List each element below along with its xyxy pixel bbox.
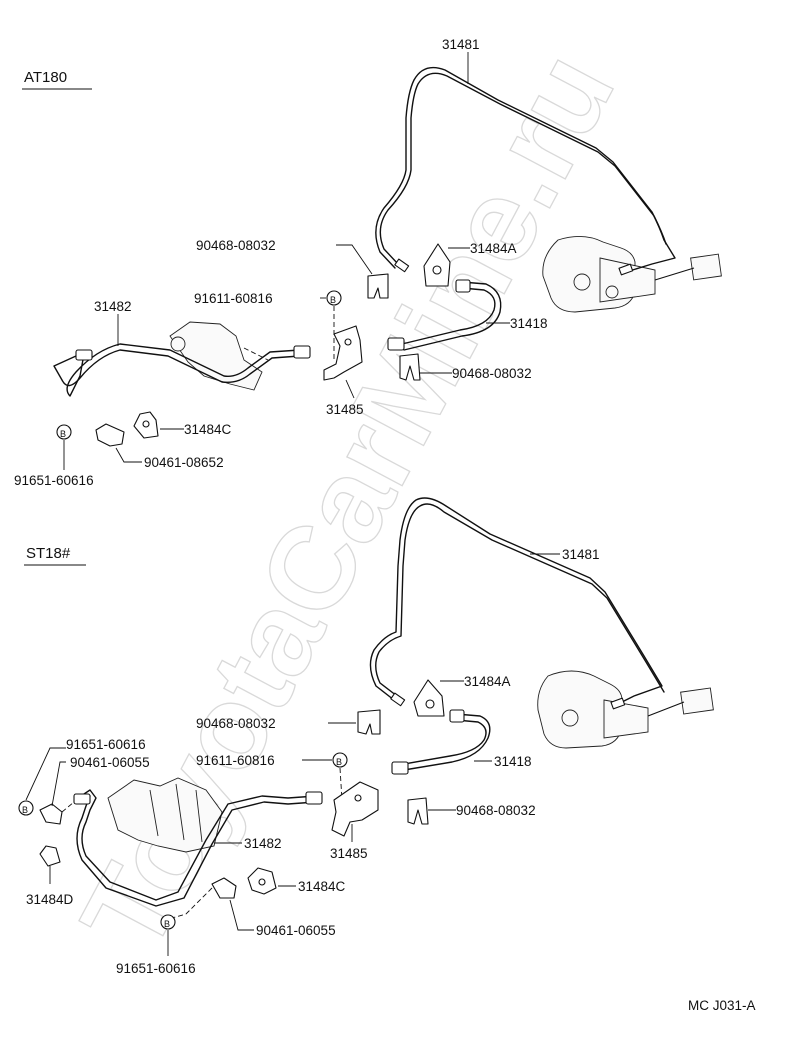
- label-31418: 31418: [494, 754, 532, 769]
- label-91611: 91611-60816: [196, 753, 275, 768]
- label-31481: 31481: [562, 547, 600, 562]
- section-title-at180: AT180: [24, 69, 67, 86]
- bolt-91611: B 91611-60816: [196, 752, 348, 801]
- leader-90461-bottom: [229, 899, 254, 931]
- label-91651-bottom: 91651-60616: [116, 961, 196, 976]
- flexible-hose-31418: 31418: [387, 279, 548, 351]
- label-90468-top: 90468-08032: [196, 238, 276, 253]
- release-cylinder-ghost: [169, 321, 269, 391]
- section-st18: ST18# 31481 31484A: [18, 497, 714, 976]
- label-91611: 91611-60816: [194, 291, 273, 306]
- marker-b-letter: B: [330, 295, 336, 305]
- leader-91651-top: [25, 747, 66, 801]
- label-31418: 31418: [510, 316, 548, 331]
- marker-b-icon: [332, 752, 348, 768]
- label-31481: 31481: [442, 37, 480, 52]
- release-cylinder-ghost: [107, 777, 223, 853]
- bolt-91611: B 91611-60816: [194, 290, 342, 360]
- leader-90468-top: [336, 244, 373, 275]
- clamp-31484c: 31484C: [133, 411, 232, 439]
- label-31484c: 31484C: [184, 422, 232, 437]
- label-31485: 31485: [326, 402, 364, 417]
- label-90468-bottom: 90468-08032: [456, 803, 536, 818]
- clip-90468-top: 90468-08032: [196, 709, 381, 735]
- clamp-31484a: 31484A: [413, 674, 511, 717]
- bolt-91651: B 91651-60616: [14, 424, 94, 488]
- label-91651: 91651-60616: [14, 473, 94, 488]
- clip-90461: 90461-08652: [95, 423, 224, 470]
- marker-b-icon: [56, 424, 72, 440]
- marker-b-icon: [18, 800, 34, 816]
- marker-b-letter: B: [164, 919, 170, 929]
- bracket-31485: 31485: [323, 325, 364, 417]
- clip-90468-top: 90468-08032: [196, 238, 389, 299]
- label-31484c: 31484C: [298, 879, 346, 894]
- label-90468-bottom: 90468-08032: [452, 366, 532, 381]
- section-title-st18: ST18#: [26, 545, 71, 562]
- label-90461: 90461-08652: [144, 455, 224, 470]
- marker-b-letter: B: [60, 429, 66, 439]
- clamp-31484c: 31484C: [247, 867, 346, 895]
- clutch-tube-31481: 31481: [375, 37, 676, 276]
- clutch-tube-31481: 31481: [369, 497, 665, 710]
- clip-90468-bottom: 90468-08032: [407, 797, 536, 825]
- label-90461-top: 90461-06055: [70, 755, 150, 770]
- clamp-31484a: 31484A: [423, 241, 517, 287]
- flexible-hose-31418: 31418: [391, 709, 532, 775]
- label-31484a: 31484A: [464, 674, 511, 689]
- clip-90468-bottom: 90468-08032: [399, 353, 532, 381]
- leader-31485: [345, 379, 355, 399]
- label-31482: 31482: [94, 299, 132, 314]
- clip-90461-top: 90461-06055: [39, 755, 150, 825]
- clutch-tube-31482: 31482: [73, 789, 323, 907]
- label-31485: 31485: [330, 846, 368, 861]
- bolt-91651-bottom: B 91651-60616: [116, 914, 196, 976]
- bolt-91651-top: B 91651-60616: [18, 737, 146, 816]
- label-31484d: 31484D: [26, 892, 74, 907]
- clutch-master-cylinder-ghost: [542, 236, 722, 313]
- label-90461-bottom: 90461-06055: [256, 923, 336, 938]
- label-90468-top: 90468-08032: [196, 716, 276, 731]
- clamp-31484d: 31484D: [26, 845, 74, 907]
- figure-code: MC J031-A: [688, 998, 756, 1013]
- marker-b-icon: [160, 914, 176, 930]
- label-91651-top: 91651-60616: [66, 737, 146, 752]
- section-at180: AT180 31481 31484A: [14, 37, 722, 488]
- marker-b-icon: [326, 290, 342, 306]
- leader-90461: [115, 447, 142, 463]
- label-31484a: 31484A: [470, 241, 517, 256]
- clip-90461-bottom: 90461-06055: [171, 877, 336, 938]
- leader-90461-top: [51, 761, 66, 807]
- marker-b-letter: B: [22, 805, 28, 815]
- bracket-31485: 31485: [330, 781, 379, 861]
- label-31482: 31482: [244, 836, 282, 851]
- clutch-tube-31482: 31482: [53, 299, 311, 397]
- marker-b-letter: B: [336, 757, 342, 767]
- clutch-master-cylinder-ghost: [537, 670, 714, 749]
